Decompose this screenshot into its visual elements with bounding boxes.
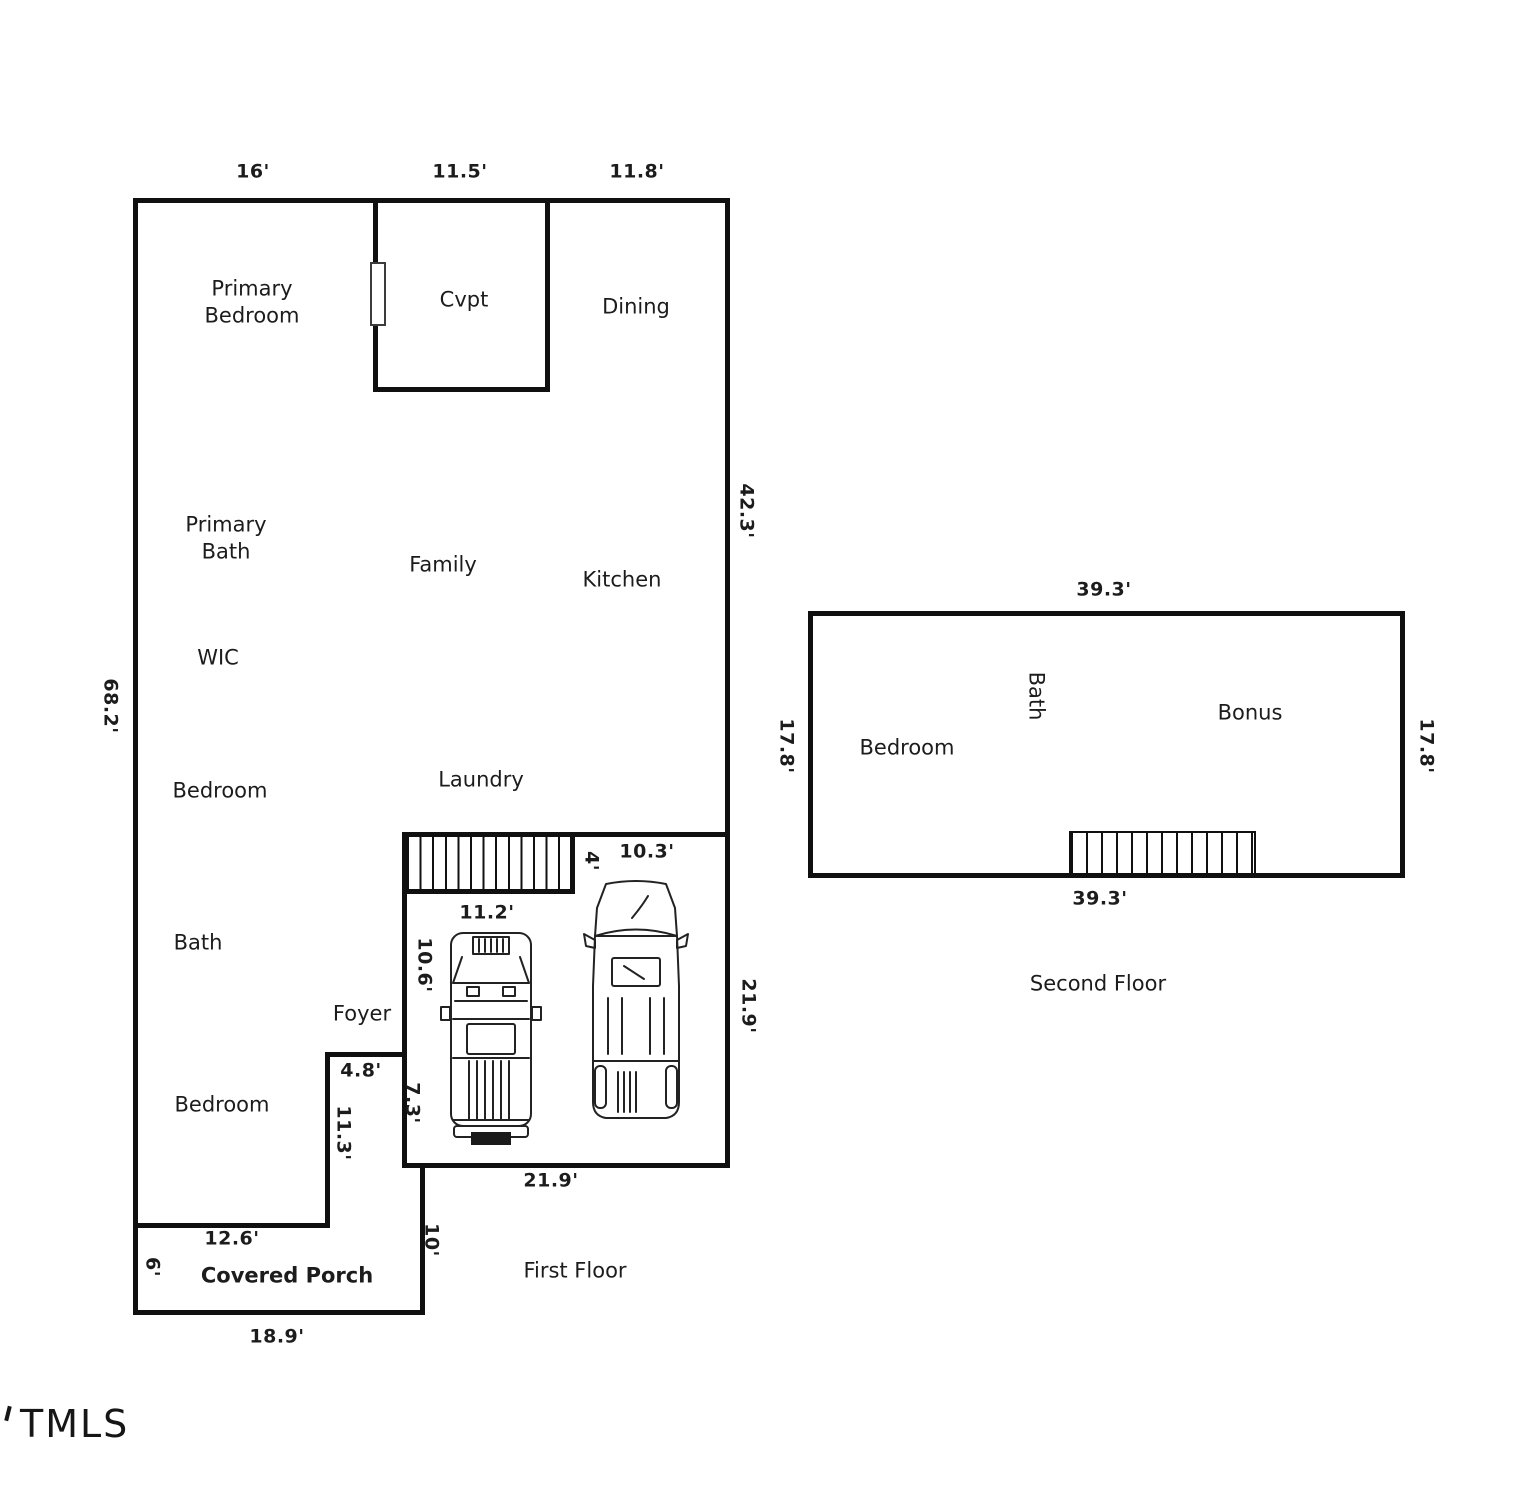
porch-wall-right bbox=[420, 1163, 425, 1315]
dim-top-16: 16' bbox=[236, 160, 270, 183]
sf-stairs bbox=[1069, 831, 1256, 875]
watermark-fragment bbox=[4, 1405, 12, 1422]
dim-stair-11-2: 11.2' bbox=[459, 901, 515, 924]
dim-top-11-5: 11.5' bbox=[432, 160, 488, 183]
room-foyer: Foyer bbox=[332, 1001, 392, 1026]
stairs-wall-bottom bbox=[402, 889, 575, 894]
dim-left-68-2: 68.2' bbox=[99, 678, 122, 734]
dim-garage-10-6: 10.6' bbox=[413, 937, 436, 993]
dim-top-11-8: 11.8' bbox=[609, 160, 665, 183]
room-bedroom-mid: Bedroom bbox=[172, 778, 268, 803]
bedroom-wall-bottom bbox=[133, 1223, 330, 1228]
porch-wall-bottom bbox=[133, 1310, 425, 1315]
room-bonus: Bonus bbox=[1217, 700, 1283, 725]
dim-foyer-4-8: 4.8' bbox=[340, 1059, 382, 1082]
dim-sf-bottom-39-3: 39.3' bbox=[1072, 887, 1128, 910]
room-bedroom-lower: Bedroom bbox=[174, 1092, 270, 1117]
dim-porch-10: 10' bbox=[420, 1223, 443, 1257]
dim-garage-bottom-21-9: 21.9' bbox=[523, 1169, 579, 1192]
garage-wall-left bbox=[402, 832, 407, 1168]
dim-garage-7-3: 7.3' bbox=[401, 1082, 424, 1124]
room-bath: Bath bbox=[173, 930, 223, 955]
dim-stair-4: 4' bbox=[580, 850, 603, 872]
second-floor-title: Second Floor bbox=[1029, 971, 1167, 996]
first-floor-title: First Floor bbox=[523, 1258, 627, 1283]
foyer-wall-side bbox=[325, 1052, 330, 1228]
dim-porch-18-9: 18.9' bbox=[249, 1325, 305, 1348]
dim-garage-right-21-9: 21.9' bbox=[737, 978, 760, 1034]
sf-wall-right bbox=[1400, 611, 1405, 878]
room-covered-porch: Covered Porch bbox=[200, 1263, 374, 1288]
garage-wall-top bbox=[402, 832, 730, 837]
dim-right-42-3: 42.3' bbox=[735, 483, 758, 539]
room-primary-bedroom: Primary Bedroom bbox=[204, 276, 300, 328]
garage-wall-bottom bbox=[402, 1163, 730, 1168]
ff-wall-top bbox=[133, 198, 730, 203]
dim-porch-12-6: 12.6' bbox=[204, 1227, 260, 1250]
dim-foyer-11-3: 11.3' bbox=[332, 1105, 355, 1161]
sf-wall-top bbox=[808, 611, 1405, 616]
ff-wall-right bbox=[725, 198, 730, 1168]
cvpt-wall-bottom bbox=[373, 387, 550, 392]
ff-wall-left bbox=[133, 198, 138, 1315]
room-wic: WIC bbox=[197, 645, 239, 670]
ff-stairs bbox=[407, 837, 570, 889]
room-primary-bath: Primary Bath bbox=[185, 512, 267, 564]
room-bath-2f: Bath bbox=[1024, 671, 1049, 721]
room-bedroom-2f: Bedroom bbox=[859, 735, 955, 760]
dim-sf-top-39-3: 39.3' bbox=[1076, 578, 1132, 601]
room-kitchen: Kitchen bbox=[582, 567, 662, 592]
room-laundry: Laundry bbox=[438, 767, 524, 792]
sf-wall-left bbox=[808, 611, 813, 878]
dim-garage-10-3: 10.3' bbox=[619, 840, 675, 863]
tmls-watermark: TMLS bbox=[20, 1402, 130, 1446]
foyer-wall-step bbox=[325, 1052, 407, 1057]
van-top-view-icon bbox=[440, 932, 542, 1145]
room-dining: Dining bbox=[602, 294, 670, 319]
dim-porch-6: 6' bbox=[141, 1256, 164, 1278]
dim-sf-right-17-8: 17.8' bbox=[1415, 718, 1438, 774]
cvpt-door-symbol bbox=[370, 262, 386, 326]
sf-wall-bottom bbox=[808, 873, 1405, 878]
room-cvpt: Cvpt bbox=[439, 287, 489, 312]
pickup-truck-top-view-icon bbox=[583, 880, 689, 1119]
room-family: Family bbox=[409, 552, 477, 577]
dim-sf-left-17-8: 17.8' bbox=[775, 718, 798, 774]
cvpt-wall-right bbox=[545, 198, 550, 392]
stairs-wall-right bbox=[570, 832, 575, 894]
